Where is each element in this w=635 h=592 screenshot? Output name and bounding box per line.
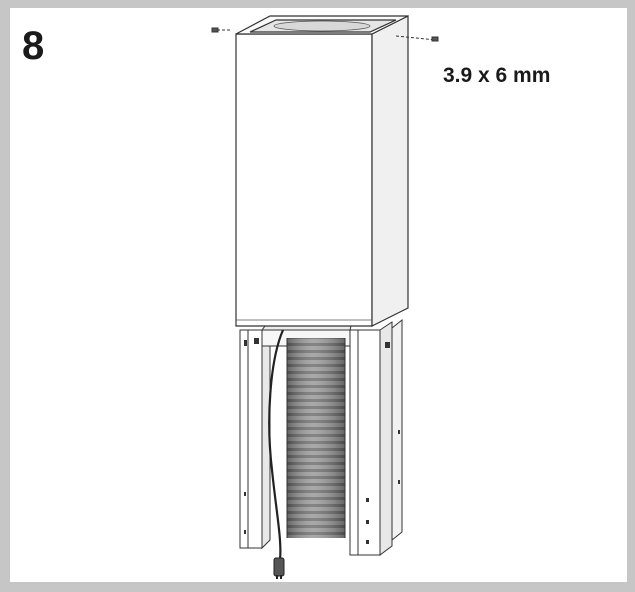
exhaust-hose	[286, 338, 346, 538]
bracket-holes	[244, 338, 400, 544]
screw-icon	[395, 35, 439, 42]
screw-icon	[211, 27, 230, 33]
step-number: 8	[22, 24, 45, 68]
power-cable	[268, 329, 285, 561]
power-plug	[273, 557, 285, 579]
chimney-cover	[235, 15, 409, 327]
screw-size-label: 3.9 x 6 mm	[443, 64, 551, 87]
